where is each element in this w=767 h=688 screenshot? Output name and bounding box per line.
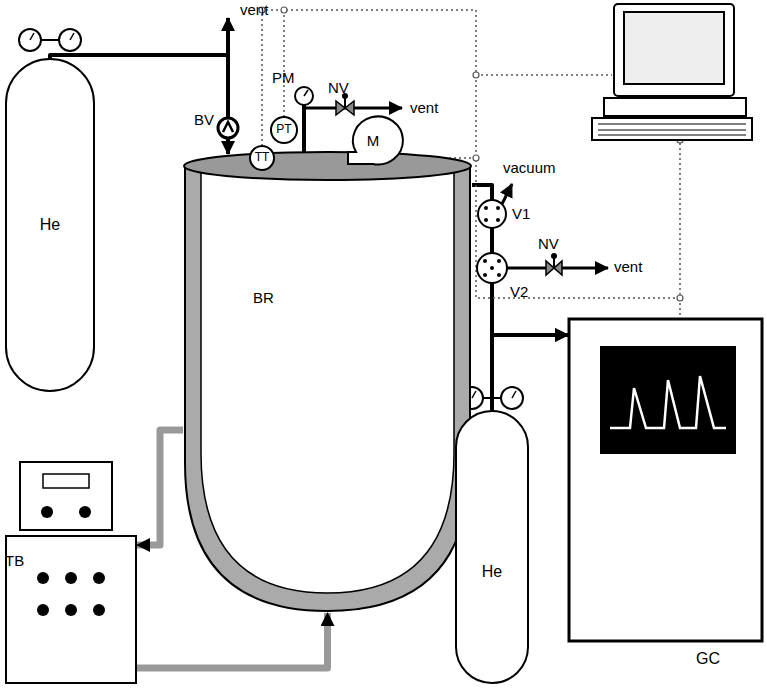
valves bbox=[477, 184, 608, 283]
gas-cylinder-outline bbox=[455, 410, 529, 684]
vent-pipe bbox=[218, 18, 238, 152]
gauge-label: PM bbox=[272, 70, 295, 87]
vent-label: vent bbox=[410, 100, 438, 117]
node-label: PT bbox=[276, 123, 291, 136]
pipe-connector bbox=[472, 185, 568, 335]
node-label: He bbox=[40, 216, 60, 234]
pipe-connector bbox=[492, 335, 568, 410]
valve-label: NV bbox=[328, 80, 349, 97]
gas-cylinder: He bbox=[5, 58, 95, 392]
node-label: He bbox=[482, 563, 502, 581]
vent-label: vent bbox=[614, 259, 642, 276]
valve-label: BV bbox=[194, 112, 214, 129]
bioreactor-vessel: BR bbox=[183, 150, 472, 613]
valve-label: V2 bbox=[510, 284, 528, 301]
stirrer-motor: M bbox=[346, 116, 400, 166]
node-label: TB bbox=[5, 553, 24, 570]
temperature-transmitter: TT bbox=[249, 145, 275, 171]
pipe-connector bbox=[137, 430, 183, 545]
bioreactor-vessel-outline bbox=[183, 150, 472, 613]
node-label: TT bbox=[255, 151, 270, 164]
gas-chromatograph: GC bbox=[568, 318, 764, 684]
node-label: GC bbox=[696, 650, 720, 668]
node-label: M bbox=[367, 133, 380, 150]
gas-cylinder: He bbox=[455, 410, 529, 684]
valve-label: V1 bbox=[512, 206, 530, 223]
computer bbox=[592, 4, 752, 140]
valve-label: NV bbox=[538, 236, 559, 253]
pressure-transmitter: PT bbox=[270, 116, 298, 144]
vacuum-label: vacuum bbox=[503, 160, 556, 177]
thermostat-bath: TB bbox=[5, 438, 137, 684]
regulator-gauges bbox=[19, 29, 81, 51]
thermostat-bath-outline bbox=[5, 438, 137, 684]
vent-label: vent bbox=[240, 2, 268, 19]
node-label: BR bbox=[253, 290, 274, 307]
gas-chromatograph-outline bbox=[568, 318, 764, 684]
pipe-connector bbox=[137, 613, 328, 668]
